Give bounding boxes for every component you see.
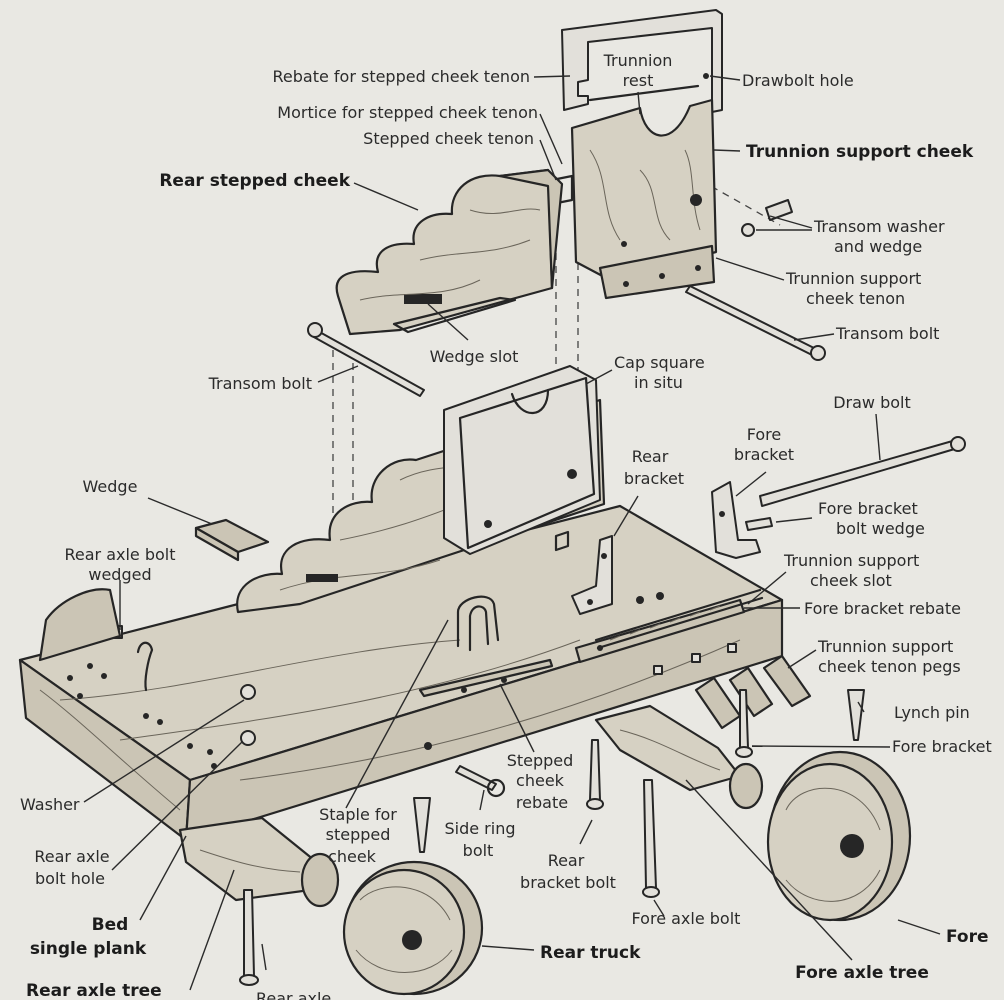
rear-bracket-part [554, 530, 613, 615]
labels: Rebate for stepped cheek tenon Trunnion … [20, 51, 992, 1000]
label-transom-bolt-right: Transom bolt [835, 324, 939, 343]
lynch-pin-part [847, 689, 865, 741]
transom-washer-part [741, 199, 793, 237]
label-trunnion-support-cheek-tenon-2: cheek tenon [806, 289, 905, 308]
label-rear-truck: Rear truck [540, 943, 641, 963]
label-trunnion-support-cheek-tenon-1: Trunnion support [785, 269, 921, 288]
trunnion-support-cheek-part [550, 98, 718, 300]
rear-lynch-pin-part [413, 797, 431, 853]
leader-lines [83, 75, 941, 991]
label-trunnion-support-cheek-slot-1: Trunnion support [783, 551, 919, 570]
label-rear-bracket-bolt-2: bracket bolt [520, 873, 616, 892]
label-fore-axle-bolt: Fore axle bolt [632, 909, 741, 928]
label-wedge-slot: Wedge slot [430, 347, 519, 366]
label-trunnion-support-cheek-tenon-pegs-2: cheek tenon pegs [818, 657, 961, 676]
label-rebate-stepped-cheek-tenon: Rebate for stepped cheek tenon [272, 67, 530, 86]
label-fore-bracket-right: Fore bracket [892, 737, 992, 756]
cap-square-part [561, 9, 723, 113]
label-drawbolt-hole: Drawbolt hole [742, 71, 854, 90]
label-side-ring-bolt-1: Side ring [444, 819, 515, 838]
label-fore: Fore [946, 927, 989, 947]
fore-axle-bolt-part [642, 779, 660, 898]
label-rear-axle-partial: Rear axle [256, 989, 331, 1000]
tenon-pegs-part [653, 643, 812, 730]
label-lynch-pin: Lynch pin [894, 703, 970, 722]
label-staple-3: cheek [328, 847, 377, 866]
label-mortice-stepped-cheek-tenon: Mortice for stepped cheek tenon [277, 103, 538, 122]
label-transom-washer-2: and wedge [834, 237, 922, 256]
label-rear-bracket-1: Rear [632, 447, 669, 466]
rear-truck-part [342, 860, 484, 996]
rear-stepped-cheek-part [335, 168, 564, 336]
label-trunnion-rest-2: rest [623, 71, 654, 90]
label-rear-axle-bolt-wedged-2: wedged [88, 565, 151, 584]
label-stepped-cheek-tenon: Stepped cheek tenon [363, 129, 534, 148]
label-trunnion-support-cheek: Trunnion support cheek [746, 142, 974, 162]
fore-bracket-bolt-part [735, 689, 753, 758]
label-staple-1: Staple for [319, 805, 397, 824]
label-cap-square-2: in situ [634, 373, 683, 392]
label-rear-stepped-cheek: Rear stepped cheek [159, 171, 350, 191]
label-fore-bracket-rebate: Fore bracket rebate [804, 599, 961, 618]
side-ring-bolt-part [455, 765, 506, 798]
label-staple-2: stepped [326, 825, 391, 844]
label-trunnion-support-cheek-slot-2: cheek slot [810, 571, 892, 590]
label-fore-axle-tree: Fore axle tree [795, 963, 929, 983]
label-side-ring-bolt-2: bolt [463, 841, 494, 860]
label-rear-bracket-2: bracket [624, 469, 684, 488]
transom-bolt-right-part [685, 285, 826, 361]
label-trunnion-rest-1: Trunnion [603, 51, 673, 70]
trunnion-cheek-slot-part [594, 588, 764, 650]
rear-axle-bolt-below-part [239, 889, 259, 986]
label-rear-axle-bolt-wedged-1: Rear axle bolt [64, 545, 175, 564]
label-bed-1: Bed [92, 915, 129, 935]
label-rear-bracket-bolt-1: Rear [548, 851, 585, 870]
label-rear-axle-tree: Rear axle tree [26, 981, 162, 1000]
label-transom-washer-1: Transom washer [813, 217, 945, 236]
label-rear-axle-bolt-hole-2: bolt hole [35, 869, 105, 888]
rear-axle-tree-part [178, 816, 340, 908]
fore-bracket-bolt-wedge-part [745, 517, 773, 531]
label-transom-bolt-left: Transom bolt [208, 374, 312, 393]
rear-bracket-bolt-part [586, 739, 604, 810]
wedge-part [194, 518, 270, 562]
label-stepped-cheek-rebate-1: Stepped [507, 751, 574, 770]
label-wedge: Wedge [83, 477, 138, 496]
label-bed-2: single plank [30, 939, 147, 959]
label-fore-bracket-2: bracket [734, 445, 794, 464]
label-fore-bracket-1: Fore [747, 425, 782, 444]
label-cap-square-1: Cap square [614, 353, 705, 372]
label-draw-bolt: Draw bolt [833, 393, 911, 412]
label-washer: Washer [20, 795, 80, 814]
label-fore-bracket-bolt-wedge-2: bolt wedge [836, 519, 925, 538]
draw-bolt-part [759, 436, 966, 507]
label-stepped-cheek-rebate-3: rebate [516, 793, 568, 812]
label-stepped-cheek-rebate-2: cheek [516, 771, 565, 790]
label-trunnion-support-cheek-tenon-pegs-1: Trunnion support [817, 637, 953, 656]
fore-axle-tree-part [594, 704, 764, 810]
rear-wheel-edge-part [38, 588, 122, 662]
label-fore-bracket-bolt-wedge-1: Fore bracket [818, 499, 918, 518]
staple-part [456, 595, 500, 652]
fore-bracket-part [711, 481, 761, 559]
label-rear-axle-bolt-hole-1: Rear axle [34, 847, 109, 866]
assembled-cheek-part [236, 365, 606, 614]
transom-bolt-left-part [307, 322, 425, 397]
fore-truck-part [766, 750, 912, 922]
